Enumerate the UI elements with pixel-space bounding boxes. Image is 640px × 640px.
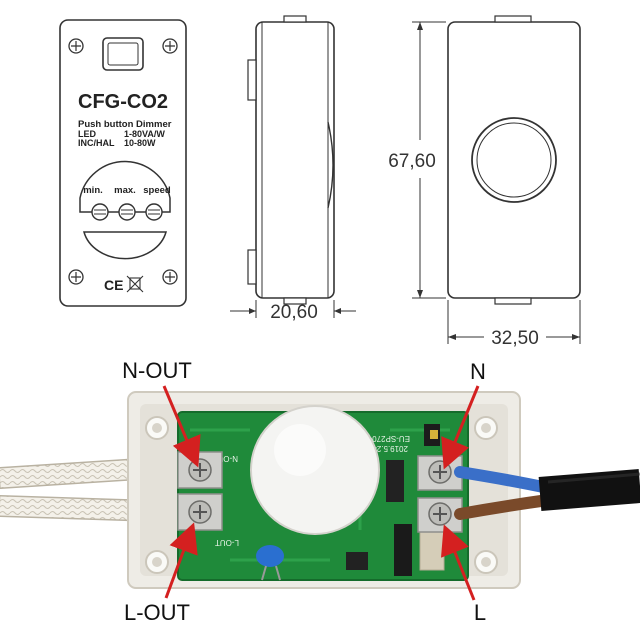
screw-icon <box>68 38 84 54</box>
live-wire <box>454 494 554 520</box>
pcb-text-n-out: N-OUT <box>213 454 238 463</box>
push-button-outline <box>471 117 557 203</box>
model-label: CFG-CO2 <box>78 91 168 113</box>
front-view: CFG-CO2 Push button Dimmer LED 1-80VA/W … <box>59 19 187 307</box>
mosfet <box>394 524 412 576</box>
back-view: 67,60 32,50 <box>388 15 581 349</box>
screw-icon <box>68 269 84 285</box>
screw-icon <box>162 269 178 285</box>
capacitor <box>256 545 284 581</box>
pcb-text-l-out: L-OUT <box>215 538 239 547</box>
label-n-out: N-OUT <box>122 358 192 383</box>
knob-label-min: min. <box>83 185 103 196</box>
spec-hal-value: 10-80W <box>124 138 156 148</box>
dimension-height: 67,60 <box>388 151 436 172</box>
indicator-window <box>102 37 144 71</box>
terminal-n-out <box>177 451 223 489</box>
spec-led-value: 1-80VA/W <box>124 129 165 139</box>
label-n: N <box>470 359 486 384</box>
push-button <box>250 405 380 535</box>
trim-knob-icon <box>118 203 136 221</box>
mounting-hole-icon <box>474 416 498 440</box>
pcb-text-model: EU-SP270-S <box>364 434 410 443</box>
ic-chip <box>386 460 404 502</box>
trim-knob-icon <box>145 203 163 221</box>
mounting-hole-icon <box>145 416 169 440</box>
screw-icon <box>162 38 178 54</box>
arrow-l <box>440 524 476 601</box>
dimension-depth: 20,60 <box>270 302 318 323</box>
weee-bin-icon <box>126 275 144 293</box>
knob-label-max: max. <box>114 185 136 196</box>
arrow-n <box>441 385 480 470</box>
side-view: 20,60 <box>230 15 356 323</box>
knob-label-speed: speed <box>143 185 171 196</box>
wiring-photo: EU-SP270-S 2019.5.24 N-OUT L-OUT <box>0 358 640 625</box>
spec-led-name: LED <box>78 129 97 139</box>
subtitle-label: Push button Dimmer <box>78 119 172 130</box>
ce-mark-label: CE <box>104 277 123 293</box>
arrow-l-out <box>164 522 198 599</box>
spec-hal-name: INC/HAL <box>78 138 115 148</box>
dimension-width: 32,50 <box>491 328 539 349</box>
label-l: L <box>474 600 486 625</box>
pcb-text-date: 2019.5.24 <box>372 444 408 453</box>
knob-panel <box>79 160 171 213</box>
arrow-n-out <box>162 385 201 468</box>
trim-knob-icon <box>91 203 109 221</box>
terminal-l-out <box>177 493 223 531</box>
mains-cable-right <box>454 466 640 520</box>
mounting-hole-icon <box>145 550 169 574</box>
label-l-out: L-OUT <box>124 600 190 625</box>
mounting-hole-icon <box>474 550 498 574</box>
